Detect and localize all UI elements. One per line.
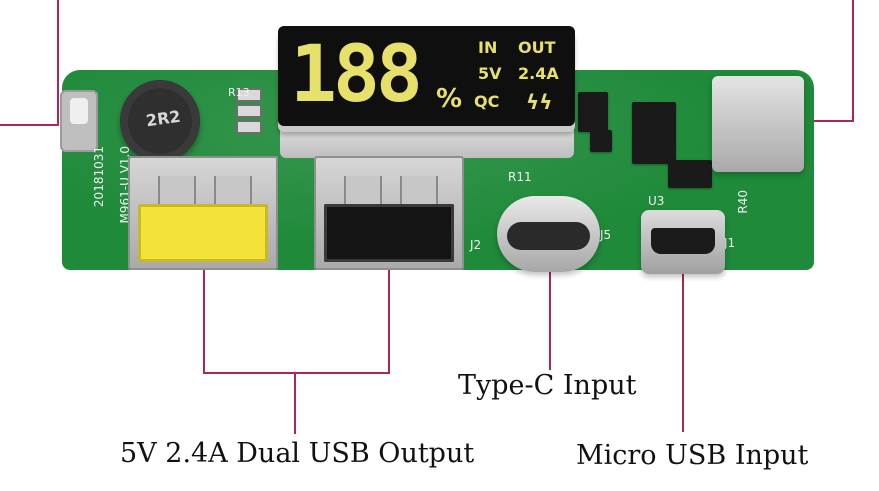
display-base: [280, 120, 574, 158]
smd-resistor-2: [236, 104, 262, 118]
display-label-in: IN: [478, 38, 498, 57]
usb-a-port-black: [314, 156, 464, 270]
type-c-port-opening: [507, 222, 590, 250]
display-percent-sign: %: [436, 84, 463, 114]
battery-display: 188 % IN OUT 5V 2.4A QC ϟϟ: [278, 26, 575, 126]
right-side-connector: [712, 76, 804, 172]
display-label-5v: 5V: [478, 64, 502, 83]
usb-a-port-yellow: [128, 156, 278, 270]
caption-dual-usb-output: 5V 2.4A Dual USB Output: [120, 438, 475, 469]
type-c-port: [497, 196, 600, 272]
display-label-2-4a: 2.4A: [518, 64, 559, 83]
inductor: 2R2: [120, 80, 200, 162]
micro-usb-port: [641, 210, 725, 274]
display-label-out: OUT: [518, 38, 556, 57]
silkscreen-r11: R11: [508, 170, 532, 184]
leader-line-top-left-vertical: [57, 0, 59, 126]
usb-a-port-yellow-spring-left: [158, 176, 196, 208]
silkscreen-j1: J1: [724, 236, 736, 250]
leader-line-usb2-vertical: [388, 270, 390, 374]
leader-line-micro: [682, 274, 684, 432]
usb-a-port-yellow-tongue: [138, 204, 268, 262]
ic-chip-2: [632, 102, 676, 164]
leader-line-top-right-vertical: [852, 0, 854, 122]
usb-a-port-black-spring-right: [400, 176, 438, 208]
leader-line-typec: [549, 272, 551, 370]
ic-chip-4: [590, 130, 612, 152]
inductor-marking: 2R2: [144, 106, 182, 131]
usb-a-port-yellow-spring-right: [214, 176, 252, 208]
silkscreen-u3: U3: [648, 194, 665, 208]
ic-chip-1: [578, 92, 608, 132]
smd-resistor-1: [236, 88, 262, 102]
ic-chip-3: [668, 160, 712, 188]
silkscreen-r40: R40: [736, 190, 750, 214]
leader-line-top-right-horizontal: [806, 120, 854, 122]
micro-usb-port-opening: [651, 228, 715, 254]
leader-line-top-left-horizontal: [0, 124, 59, 126]
display-lightning-icon: ϟϟ: [526, 90, 553, 114]
leader-line-usb-horizontal: [203, 372, 390, 374]
leader-line-usb1-vertical: [203, 270, 205, 374]
caption-type-c-input: Type-C Input: [458, 370, 637, 401]
caption-micro-usb-input: Micro USB Input: [576, 440, 809, 471]
power-switch-knob: [70, 98, 88, 124]
power-switch: [60, 90, 98, 152]
silkscreen-j5: J5: [600, 228, 612, 242]
display-label-qc: QC: [474, 92, 500, 111]
silkscreen-r13: R13: [228, 86, 250, 99]
silkscreen-j2: J2: [470, 238, 482, 252]
display-digits: 188: [290, 30, 423, 120]
usb-a-port-black-tongue: [324, 204, 454, 262]
silkscreen-date: 20181031: [92, 146, 106, 208]
leader-line-usb-down: [294, 372, 296, 434]
smd-resistor-3: [236, 120, 262, 134]
